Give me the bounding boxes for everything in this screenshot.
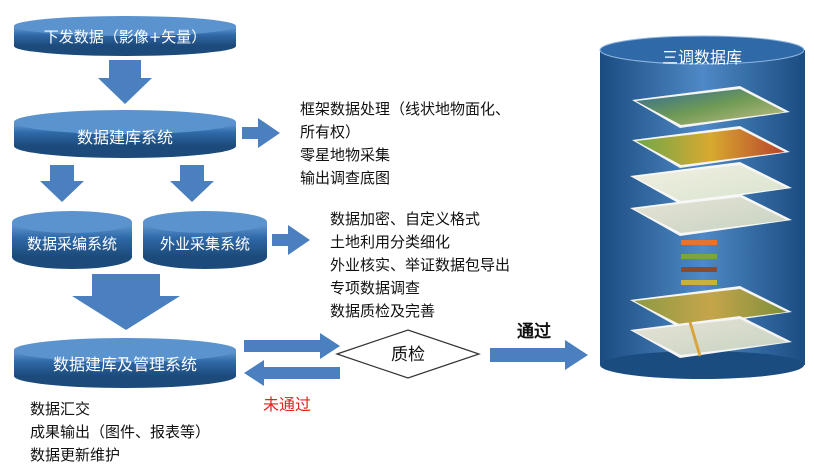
top-box-label: 下发数据（影像+矢量） (44, 28, 207, 46)
field-box: 外业采集系统 (143, 211, 267, 269)
map-layer-6 (630, 316, 792, 358)
qc-diamond: 质检 (335, 329, 481, 379)
stack-bar-4 (681, 280, 717, 285)
manage-note-line: 数据汇交 (30, 400, 91, 418)
stack-bar-3 (681, 267, 717, 272)
manage-notes: 数据汇交 成果输出（图件、报表等） 数据更新维护 (30, 398, 210, 467)
field-notes: 数据加密、自定义格式 土地利用分类细化 外业核实、举证数据包导出 专项数据调查 … (330, 208, 510, 323)
map-layer-4 (630, 194, 792, 236)
arrow-from-qc (244, 360, 340, 386)
arrow-down-right (170, 165, 214, 202)
map-layer-1 (632, 86, 790, 128)
arrow-right-field (272, 225, 310, 255)
arrow-down-1 (98, 60, 152, 104)
map-layer-2 (632, 126, 790, 168)
top-box: 下发数据（影像+矢量） (14, 16, 236, 56)
field-box-label: 外业采集系统 (160, 235, 250, 253)
collect-edit-box: 数据采编系统 (12, 211, 132, 269)
database-cylinder: 三调数据库 (599, 35, 805, 379)
field-note-line: 土地利用分类细化 (330, 233, 451, 251)
manage-box: 数据建库及管理系统 (14, 338, 236, 388)
build-note-line: 输出调查底图 (300, 169, 391, 187)
field-note-line: 专项数据调查 (330, 279, 421, 297)
build-notes: 框架数据处理（线状地物面化、 所有权） 零星地物采集 输出调查底图 (300, 98, 510, 190)
build-note-line: 所有权） (300, 123, 361, 141)
manage-note-line: 数据更新维护 (30, 446, 121, 464)
build-note-line: 框架数据处理（线状地物面化、 (300, 100, 511, 118)
build-note-line: 零星地物采集 (300, 146, 391, 164)
arrow-down-left (40, 165, 84, 202)
pass-label: 通过 (517, 322, 551, 342)
arrow-down-big (72, 274, 180, 330)
field-note-line: 数据质检及完善 (330, 302, 436, 320)
manage-note-line: 成果输出（图件、报表等） (30, 423, 211, 441)
fail-label: 未通过 (263, 395, 311, 414)
collect-edit-box-label: 数据采编系统 (27, 235, 117, 253)
build-box: 数据建库系统 (14, 110, 236, 158)
qc-label: 质检 (391, 345, 425, 365)
stack-bar-1 (681, 240, 717, 245)
manage-box-label: 数据建库及管理系统 (53, 355, 197, 374)
arrow-to-qc (244, 333, 340, 359)
stack-bar-2 (681, 254, 717, 259)
arrow-right-build (242, 118, 280, 148)
field-note-line: 外业核实、举证数据包导出 (330, 256, 511, 274)
map-layer-3 (630, 162, 792, 204)
map-layer-5 (630, 286, 792, 328)
build-box-label: 数据建库系统 (77, 128, 173, 147)
arrow-pass (490, 340, 588, 370)
database-title: 三调数据库 (662, 48, 742, 67)
field-note-line: 数据加密、自定义格式 (330, 210, 481, 228)
